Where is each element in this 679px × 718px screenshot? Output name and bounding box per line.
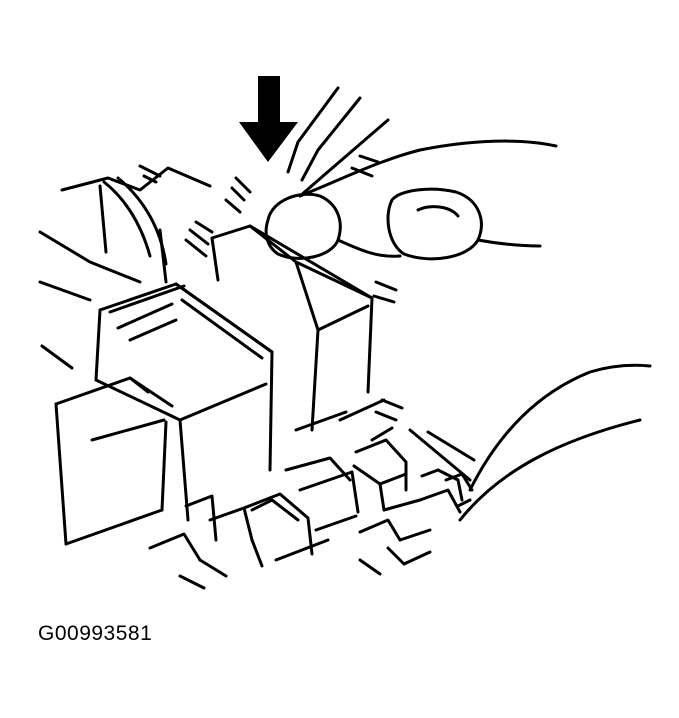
terminals (148, 398, 476, 590)
motion-marks (184, 154, 404, 422)
relay (210, 224, 374, 432)
tweezers (286, 86, 390, 198)
figure-code: G00993581 (38, 622, 153, 645)
down-arrow-icon (239, 76, 298, 162)
front-relay (94, 282, 274, 522)
left-lower-block (54, 376, 174, 546)
relay-block-housing (38, 164, 212, 370)
hand (264, 139, 652, 522)
relay-removal-illustration (38, 76, 652, 590)
